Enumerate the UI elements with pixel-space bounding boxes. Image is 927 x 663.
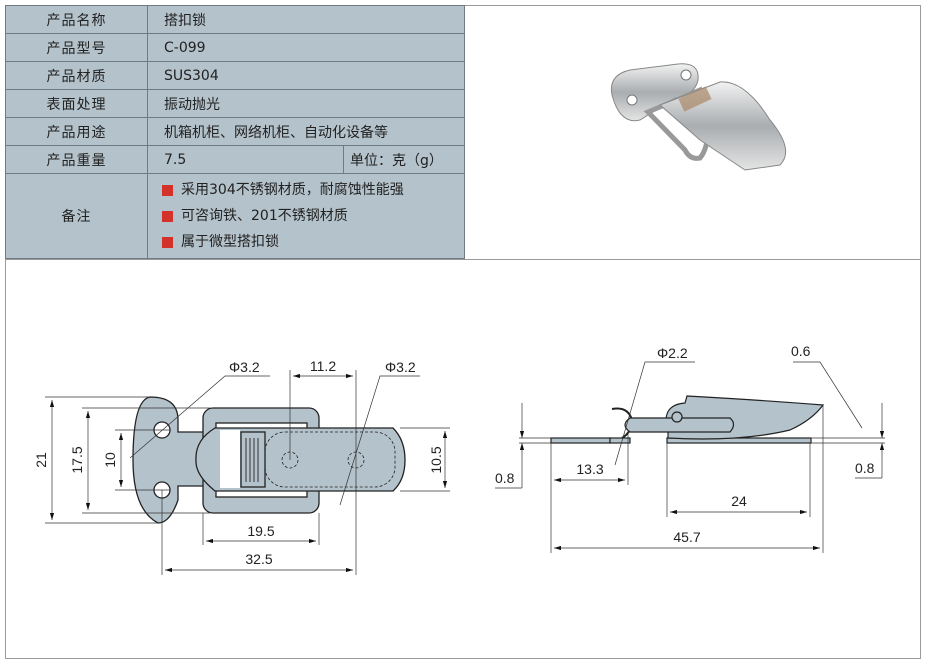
note-item: 属于微型搭扣锁	[162, 229, 464, 255]
note-item: 可咨询铁、201不锈钢材质	[162, 203, 464, 229]
top-view-drawing	[132, 396, 406, 524]
dim-17-5: 17.5	[69, 446, 85, 473]
dim-21: 21	[33, 452, 49, 468]
table-row: 产品名称搭扣锁	[5, 5, 465, 34]
dim-hole-right: Φ3.2	[385, 359, 416, 375]
side-view-drawing	[550, 395, 825, 444]
row-value: 搭扣锁	[147, 5, 465, 34]
row-value: 7.5	[147, 145, 344, 174]
product-photo	[610, 63, 787, 171]
weight-unit: 单位：克（g）	[343, 145, 465, 174]
bullet-square-icon	[162, 236, 173, 248]
row-value: C-099	[147, 33, 465, 62]
bullet-square-icon	[162, 184, 173, 196]
dim-plate-left: 0.8	[495, 470, 515, 486]
dim-11-2: 11.2	[310, 358, 336, 374]
row-label: 表面处理	[5, 89, 148, 118]
top-view-labels: 21 17.5 10 10.5 11.2 19.5 32.5 Φ3.2 Φ3.2	[33, 358, 444, 567]
table-row: 备注 采用304不锈钢材质，耐腐蚀性能强 可咨询铁、201不锈钢材质 属于微型搭…	[5, 173, 465, 259]
side-view-labels: Φ2.2 0.6 0.8 0.8 13.3 24 45.7	[495, 343, 875, 545]
table-row: 产品用途机箱机柜、网络机柜、自动化设备等	[5, 117, 465, 146]
notes-label: 备注	[5, 173, 148, 259]
notes-cell: 采用304不锈钢材质，耐腐蚀性能强 可咨询铁、201不锈钢材质 属于微型搭扣锁	[147, 173, 465, 259]
dim-19-5: 19.5	[247, 523, 274, 539]
dim-wire: Φ2.2	[657, 345, 688, 361]
dim-tip: 0.6	[791, 343, 811, 359]
side-view-dimensions	[495, 361, 885, 553]
section-divider	[5, 259, 921, 260]
top-view-dimensions	[45, 370, 450, 575]
note-item: 采用304不锈钢材质，耐腐蚀性能强	[162, 177, 464, 203]
row-label: 产品用途	[5, 117, 148, 146]
row-value: SUS304	[147, 61, 465, 90]
dim-10-5: 10.5	[428, 446, 444, 473]
dim-45-7: 45.7	[673, 529, 700, 545]
dim-10: 10	[102, 452, 118, 468]
dim-24: 24	[731, 493, 747, 509]
dim-32-5: 32.5	[245, 551, 272, 567]
dim-13-3: 13.3	[576, 461, 603, 477]
bullet-square-icon	[162, 210, 173, 222]
dim-hole-left: Φ3.2	[229, 359, 260, 375]
dim-plate-right: 0.8	[855, 460, 875, 476]
